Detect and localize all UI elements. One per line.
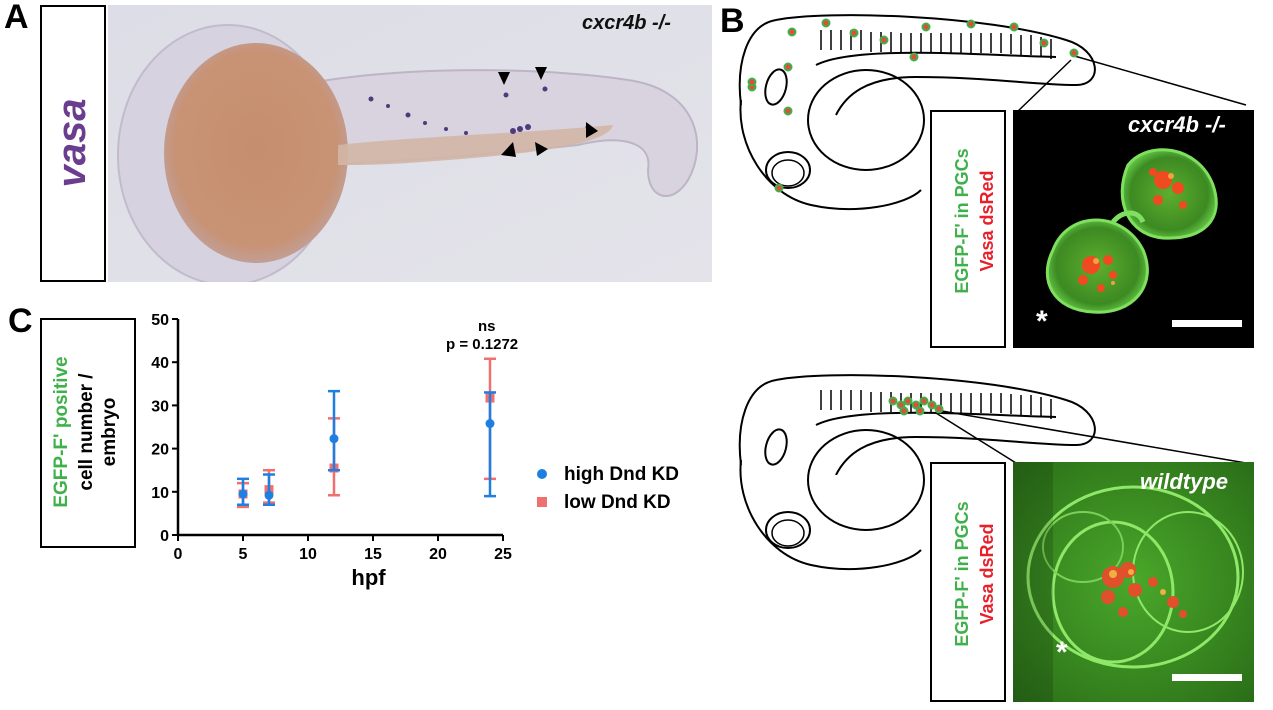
legend-label: high Dnd KD [564,464,679,485]
panel-b-top-scalebar [1172,320,1242,327]
x-tick-label: 10 [299,546,317,563]
panel-b-schematic-bottom-body [739,428,925,571]
panel-b-top-label-red: Vasa dsRed [977,170,997,272]
annotation-ns: ns [478,318,496,335]
panel-c-ylabel-black-1: cell number / [76,373,97,491]
panel-c-ylabel-green: EGFP-F' positive [51,356,72,508]
panel-a-letter: A [4,0,29,36]
panel-b-top-label-green: EGFP-F' in PGCs [952,148,972,294]
panel-a-stain-label: vasa [50,98,94,188]
panel-b-top-label-box: EGFP-F' in PGCs Vasa dsRed [930,110,1006,348]
panel-a-embryo-image [108,5,712,282]
panel-b-letter: B [720,2,745,40]
data-point [329,434,339,444]
x-tick-label: 25 [494,546,512,563]
panel-c-letter: C [8,302,33,340]
x-tick-label: 0 [174,546,183,563]
legend-label: low Dnd KD [564,492,671,513]
panel-b-bottom-label-red: Vasa dsRed [977,523,997,625]
y-tick-label: 30 [151,398,169,415]
panel-b-bottom-label-box: EGFP-F' in PGCs Vasa dsRed [930,462,1006,702]
panel-b-bottom-label-green: EGFP-F' in PGCs [952,501,972,647]
panel-b-micrograph-top [1013,110,1254,348]
panel-b-micrograph-bottom [1013,462,1254,702]
panel-c-ylabel-black-2: embryo [99,397,120,467]
chart-c: 0 5 10 15 20 25 0 10 20 30 40 50 hpf high Dnd KD low D… [151,312,679,590]
panel-b-bottom-scalebar [1172,674,1242,681]
legend-marker [537,469,547,479]
x-tick-label: 20 [429,546,447,563]
y-tick-label: 20 [151,442,169,459]
panel-b-top-asterisk: * [1036,305,1048,338]
panel-b-schematic-bottom [738,374,1247,475]
y-tick-label: 0 [160,528,169,545]
x-axis-label: hpf [351,565,386,590]
panel-a-stain-box: vasa [40,5,106,282]
panel-b-bottom-genotype: wildtype [1140,469,1229,494]
legend-marker [537,497,547,507]
panel-b-top-genotype: cxcr4b -/- [1128,112,1226,137]
panel-b-schematic-top-body [739,68,925,211]
annotation-p-value: p = 0.1272 [446,336,519,353]
y-tick-label: 10 [151,485,169,502]
panel-a-genotype: cxcr4b -/- [582,12,671,34]
data-point [264,490,274,500]
y-tick-label: 50 [151,312,169,329]
data-point [485,419,495,429]
y-tick-label: 40 [151,355,169,372]
panel-b-bottom-asterisk: * [1056,636,1068,669]
x-tick-label: 15 [364,546,382,563]
panel-c-ylabel-box: EGFP-F' positive cell number / embryo [40,318,136,548]
panel-b-schematic-top [738,14,1247,116]
data-point [238,489,248,499]
x-tick-label: 5 [239,546,248,563]
